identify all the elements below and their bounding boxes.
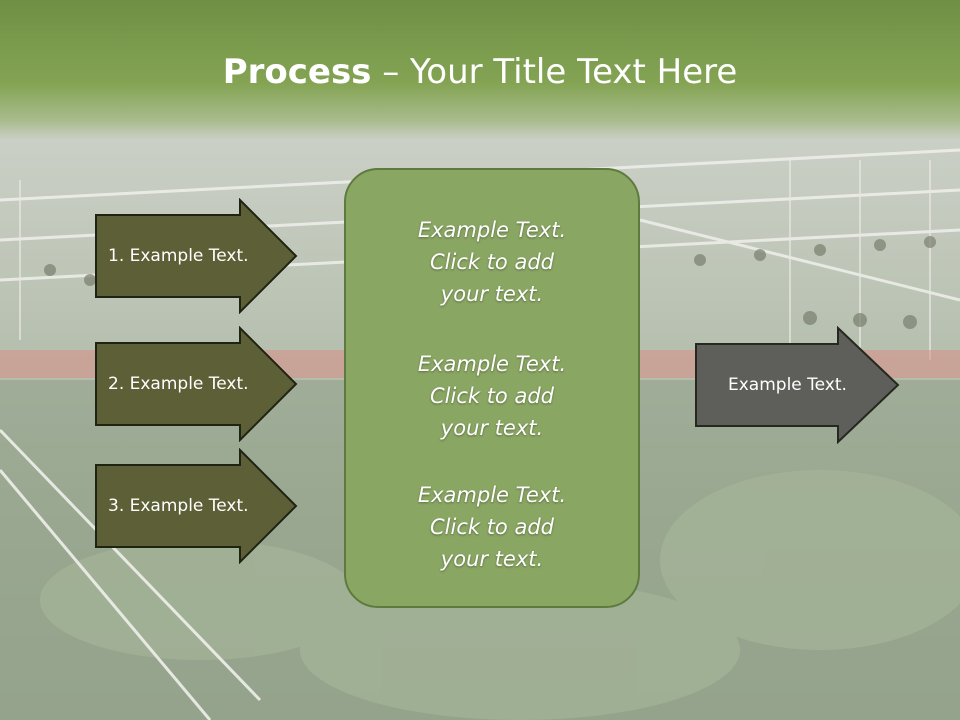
header-band — [0, 0, 960, 140]
center-block-1: Example Text. Click to add your text. — [346, 214, 638, 310]
left-arrow-2-label: 2. Example Text. — [108, 374, 249, 394]
arrow-shape-icon — [95, 326, 298, 442]
left-arrow-1-label: 1. Example Text. — [108, 246, 249, 266]
right-arrow[interactable]: Example Text. — [694, 326, 900, 444]
center-block-line: your text. — [440, 547, 544, 571]
center-block-line: Click to add — [429, 250, 554, 274]
center-block-line: Click to add — [429, 384, 554, 408]
center-block-line: Click to add — [429, 515, 554, 539]
left-arrow-1[interactable]: 1. Example Text. — [94, 198, 298, 314]
page-title: Process – Your Title Text Here — [0, 52, 960, 92]
right-arrow-label: Example Text. — [728, 375, 847, 395]
arrow-shape-icon — [95, 198, 298, 314]
center-block-line: Example Text. — [417, 483, 567, 507]
arrow-shape-icon — [695, 326, 900, 444]
center-block-line: your text. — [440, 282, 544, 306]
arrow-shape-icon — [95, 448, 298, 564]
center-text-box[interactable]: Example Text. Click to add your text. Ex… — [344, 168, 640, 608]
left-arrow-3-label: 3. Example Text. — [108, 496, 249, 516]
title-rest: – Your Title Text Here — [371, 52, 738, 92]
center-block-line: Example Text. — [417, 218, 567, 242]
center-block-2: Example Text. Click to add your text. — [346, 348, 638, 444]
left-arrow-2[interactable]: 2. Example Text. — [94, 326, 298, 442]
center-block-line: Example Text. — [417, 352, 567, 376]
title-bold: Process — [222, 52, 372, 92]
center-block-line: your text. — [440, 416, 544, 440]
center-block-3: Example Text. Click to add your text. — [346, 479, 638, 575]
left-arrow-3[interactable]: 3. Example Text. — [94, 448, 298, 564]
